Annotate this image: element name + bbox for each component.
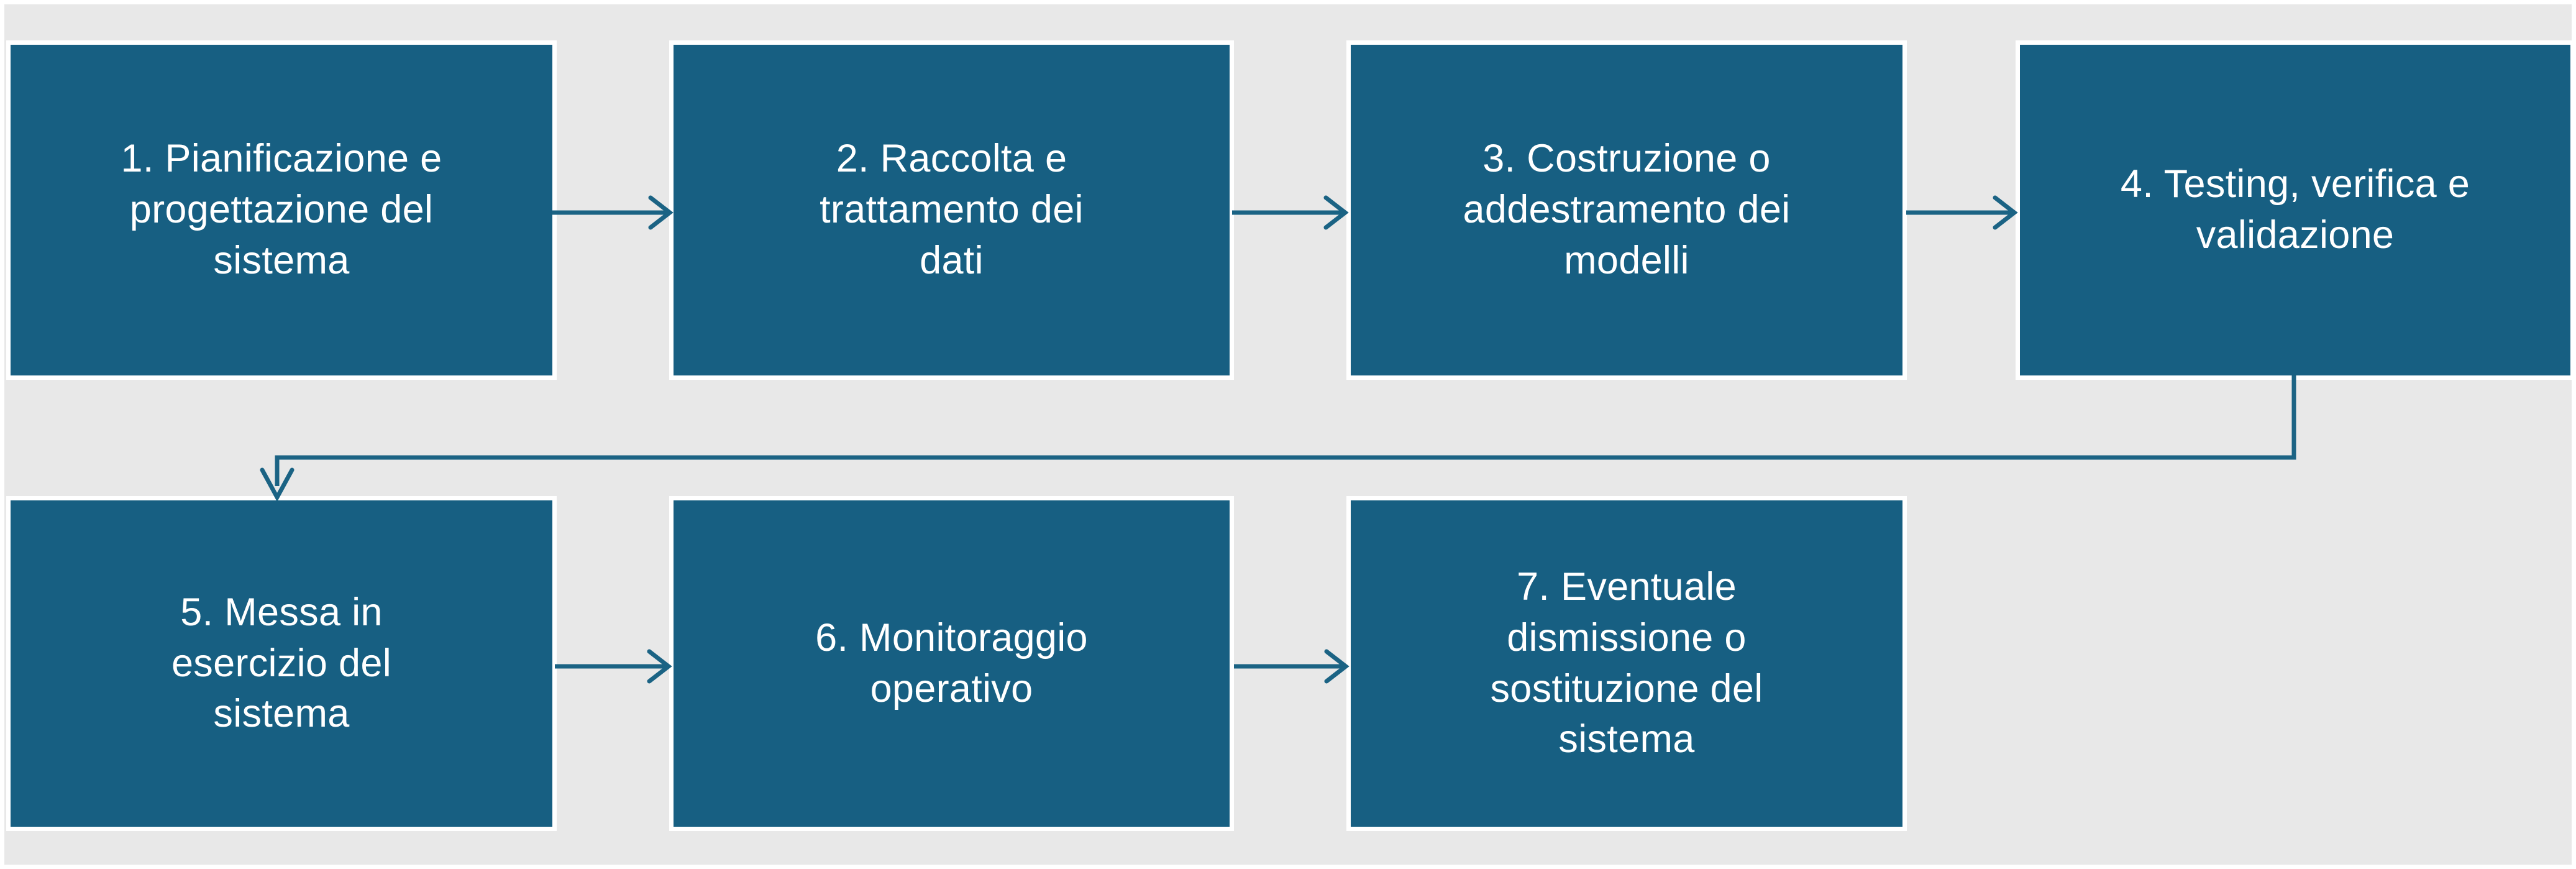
flow-node-4-testing-validazione[interactable]: 4. Testing, verifica e validazione bbox=[2016, 40, 2574, 380]
flow-node-7-label: 7. Eventuale dismissione o sostituzione … bbox=[1490, 564, 1763, 761]
arrow-icon-node5-to-node6 bbox=[555, 649, 672, 684]
flow-node-3-costruzione-modelli[interactable]: 3. Costruzione o addestramento dei model… bbox=[1346, 40, 1907, 380]
flow-node-5-messa-in-esercizio[interactable]: 5. Messa in esercizio del sistema bbox=[6, 496, 557, 831]
elbow-connector-node4-to-node5 bbox=[260, 375, 2296, 502]
flow-node-4-label: 4. Testing, verifica e validazione bbox=[2120, 162, 2470, 257]
arrow-icon-node1-to-node2 bbox=[552, 195, 674, 230]
arrow-icon-node2-to-node3 bbox=[1232, 195, 1349, 230]
arrow-icon-node6-to-node7 bbox=[1234, 649, 1350, 684]
flow-node-1-label: 1. Pianificazione e progettazione del si… bbox=[121, 137, 442, 282]
flow-node-7-dismissione[interactable]: 7. Eventuale dismissione o sostituzione … bbox=[1346, 496, 1907, 831]
flow-node-6-monitoraggio[interactable]: 6. Monitoraggio operativo bbox=[669, 496, 1234, 831]
flow-node-6-label: 6. Monitoraggio operativo bbox=[815, 615, 1088, 710]
flow-node-3-label: 3. Costruzione o addestramento dei model… bbox=[1463, 137, 1791, 282]
flow-node-2-raccolta-dati[interactable]: 2. Raccolta e trattamento dei dati bbox=[669, 40, 1234, 380]
arrow-icon-node3-to-node4 bbox=[1906, 195, 2018, 230]
flow-node-1-pianificazione[interactable]: 1. Pianificazione e progettazione del si… bbox=[6, 40, 557, 380]
flow-node-2-label: 2. Raccolta e trattamento dei dati bbox=[820, 137, 1084, 282]
flow-node-5-label: 5. Messa in esercizio del sistema bbox=[171, 590, 392, 736]
